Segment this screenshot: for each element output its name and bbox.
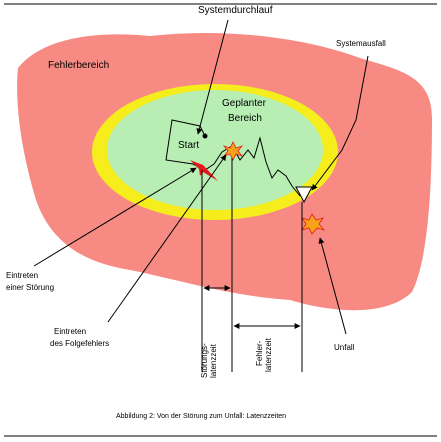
system-path <box>165 119 301 197</box>
stoerungs-latenz-label-1: Störungs- <box>200 343 209 378</box>
fehlerbereich-label: Fehlerbereich <box>48 60 109 71</box>
unfall-leader <box>318 237 347 335</box>
systemausfall-label: Systemausfall <box>336 39 386 48</box>
systemausfall-triangle <box>295 186 313 204</box>
stoerungs-latenz-label-2: latenzzeit <box>209 343 218 378</box>
systemdurchlauf-leader <box>196 19 229 135</box>
fehler-latenz-label-1: Fehler- <box>255 340 264 366</box>
folgefehler-leader <box>107 154 227 323</box>
figure-caption: Abbildung 2: Von der Störung zum Unfall:… <box>116 413 286 420</box>
fehler-latenz-label-2: latenzzeit <box>264 337 273 372</box>
folgefehler-star <box>222 141 244 161</box>
start-point <box>202 133 208 139</box>
systemausfall-leader <box>311 55 369 191</box>
geplanter-bereich-region <box>107 90 323 210</box>
geplanter-bereich-label-2: Bereich <box>228 113 262 124</box>
systemdurchlauf-label: Systemdurchlauf <box>198 5 273 16</box>
eintreten-folgefehler-label-2: des Folgefehlers <box>50 339 109 348</box>
stoerung-leader <box>33 167 197 267</box>
start-label: Start <box>178 140 199 151</box>
eintreten-folgefehler-label-1: Eintreten <box>54 327 86 336</box>
unfall-label: Unfall <box>334 343 355 352</box>
geplanter-bereich-label-1: Geplanter <box>222 98 267 109</box>
eintreten-stoerung-label-2: einer Störung <box>6 283 54 292</box>
eintreten-stoerung-label-1: Eintreten <box>6 271 38 280</box>
